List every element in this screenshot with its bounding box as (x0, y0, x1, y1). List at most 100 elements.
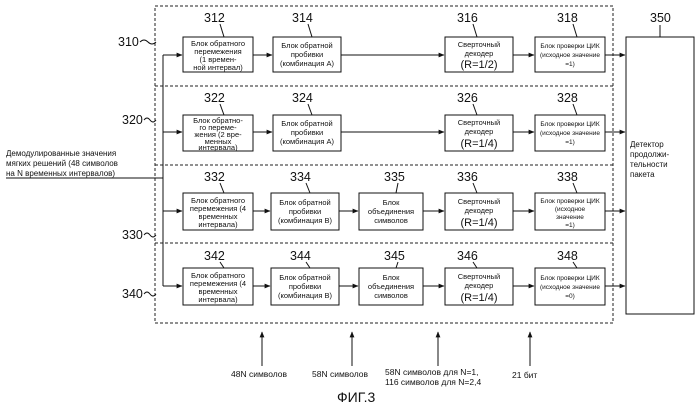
svg-text:Детектор: Детектор (630, 140, 664, 149)
block-326: 326 Сверточный декодер (R=1/4) (445, 91, 513, 151)
svg-text:Сверточный: Сверточный (458, 197, 500, 206)
svg-text:тельности: тельности (630, 160, 668, 169)
svg-text:Блок обратной: Блок обратной (279, 198, 330, 207)
svg-text:342: 342 (204, 249, 225, 263)
svg-text:интервала): интервала) (198, 143, 238, 152)
svg-text:интервала): интервала) (198, 220, 238, 229)
svg-text:(R=1/4): (R=1/4) (461, 292, 498, 304)
block-344: 344 Блок обратной пробивки (комбинация B… (271, 249, 339, 305)
block-348: 348 Блок проверки ЦИК (исходное значение… (535, 249, 605, 305)
svg-text:Блок: Блок (383, 273, 400, 282)
svg-text:350: 350 (650, 11, 671, 25)
block-316: 316 Сверточный декодер (R=1/2) (445, 11, 513, 72)
svg-text:пробивки: пробивки (291, 50, 323, 59)
svg-text:на N временных интервалов): на N временных интервалов) (6, 169, 115, 178)
svg-text:(исходное значение: (исходное значение (540, 52, 600, 59)
block-336: 336 Сверточный декодер (R=1/4) (445, 170, 513, 230)
svg-text:символов: символов (374, 216, 408, 225)
row-label-310: 310 (118, 35, 156, 49)
input-label: Демодулированные значения мягких решений… (6, 149, 118, 178)
svg-text:интервала): интервала) (198, 295, 238, 304)
block-318: 318 Блок проверки ЦИК (исходное значение… (535, 11, 605, 72)
bottom-label-116: 58N символов для N=1, 116 символов для N… (385, 367, 481, 387)
bottom-label-48n: 48N символов (231, 369, 288, 379)
row-label-320: 320 (122, 113, 156, 127)
svg-text:=1): =1) (565, 61, 575, 68)
row-label-330: 330 (122, 228, 156, 242)
svg-text:340: 340 (122, 287, 143, 301)
svg-text:(R=1/4): (R=1/4) (461, 138, 498, 150)
svg-text:Блок проверки ЦИК: Блок проверки ЦИК (540, 43, 599, 50)
svg-text:(R=1/4): (R=1/4) (461, 217, 498, 229)
block-345: 345 Блок объединения символов (359, 249, 423, 305)
svg-text:Блок проверки ЦИК: Блок проверки ЦИК (540, 121, 599, 128)
bottom-label-58n: 58N символов (312, 369, 369, 379)
svg-text:Блок обратной: Блок обратной (281, 41, 332, 50)
block-338: 338 Блок проверки ЦИК (исходное значение… (535, 170, 605, 230)
svg-text:пробивки: пробивки (291, 128, 323, 137)
block-335: 335 Блок объединения символов (359, 170, 423, 230)
svg-text:328: 328 (557, 91, 578, 105)
svg-text:декодер: декодер (465, 49, 494, 58)
svg-text:Блок обратной: Блок обратной (281, 119, 332, 128)
svg-text:ной интервал): ной интервал) (193, 63, 243, 72)
block-346: 346 Сверточный декодер (R=1/4) (445, 249, 513, 305)
svg-text:330: 330 (122, 228, 143, 242)
svg-text:332: 332 (204, 170, 225, 184)
svg-text:(исходное: (исходное (555, 206, 586, 213)
svg-text:345: 345 (384, 249, 405, 263)
svg-text:Блок проверки ЦИК: Блок проверки ЦИК (540, 198, 599, 205)
svg-text:символов: символов (374, 291, 408, 300)
svg-text:Блок: Блок (383, 198, 400, 207)
svg-text:348: 348 (557, 249, 578, 263)
block-322: 322 Блок обратно- го переме- жения (2 вр… (183, 91, 253, 152)
figure-caption: ФИГ.3 (337, 389, 375, 405)
block-332: 332 Блок обратного перемежения (4 времен… (183, 170, 253, 230)
svg-text:объединения: объединения (368, 282, 414, 291)
svg-text:=0): =0) (565, 293, 575, 300)
svg-text:344: 344 (290, 249, 311, 263)
svg-text:324: 324 (292, 91, 313, 105)
svg-text:314: 314 (292, 11, 313, 25)
svg-text:116 символов для N=2,4: 116 символов для N=2,4 (385, 377, 481, 387)
row-label-340: 340 (122, 287, 156, 301)
svg-text:=1): =1) (565, 139, 575, 146)
svg-text:Сверточный: Сверточный (458, 272, 500, 281)
svg-text:346: 346 (457, 249, 478, 263)
svg-text:Блок проверки ЦИК: Блок проверки ЦИК (540, 275, 599, 282)
svg-text:Блок обратной: Блок обратной (279, 273, 330, 282)
svg-text:322: 322 (204, 91, 225, 105)
svg-text:338: 338 (557, 170, 578, 184)
svg-text:пробивки: пробивки (289, 282, 321, 291)
svg-text:320: 320 (122, 113, 143, 127)
svg-text:318: 318 (557, 11, 578, 25)
svg-text:(R=1/2): (R=1/2) (461, 59, 498, 71)
svg-text:(комбинация A): (комбинация A) (280, 59, 335, 68)
svg-text:Сверточный: Сверточный (458, 40, 500, 49)
block-350-detector: 350 Детектор продолжи- тельности пакета (626, 11, 694, 314)
svg-text:пробивки: пробивки (289, 207, 321, 216)
svg-text:декодер: декодер (465, 281, 494, 290)
svg-text:312: 312 (204, 11, 225, 25)
svg-text:58N символов для N=1,: 58N символов для N=1, (385, 367, 479, 377)
block-342: 342 Блок обратного перемежения (4 времен… (183, 249, 253, 305)
svg-text:(комбинация A): (комбинация A) (280, 137, 335, 146)
block-324: 324 Блок обратной пробивки (комбинация A… (273, 91, 341, 151)
block-328: 328 Блок проверки ЦИК (исходное значение… (535, 91, 605, 151)
svg-text:326: 326 (457, 91, 478, 105)
svg-text:(комбинация B): (комбинация B) (278, 216, 333, 225)
svg-text:316: 316 (457, 11, 478, 25)
svg-text:336: 336 (457, 170, 478, 184)
block-314: 314 Блок обратной пробивки (комбинация A… (273, 11, 341, 72)
svg-text:декодер: декодер (465, 206, 494, 215)
svg-text:(исходное значение: (исходное значение (540, 284, 600, 291)
svg-text:Сверточный: Сверточный (458, 118, 500, 127)
svg-text:декодер: декодер (465, 127, 494, 136)
svg-text:334: 334 (290, 170, 311, 184)
svg-text:310: 310 (118, 35, 139, 49)
svg-text:=1): =1) (565, 222, 575, 229)
svg-text:значение: значение (556, 214, 584, 221)
svg-text:335: 335 (384, 170, 405, 184)
block-312: 312 Блок обратного перемежения (1 времен… (183, 11, 253, 72)
